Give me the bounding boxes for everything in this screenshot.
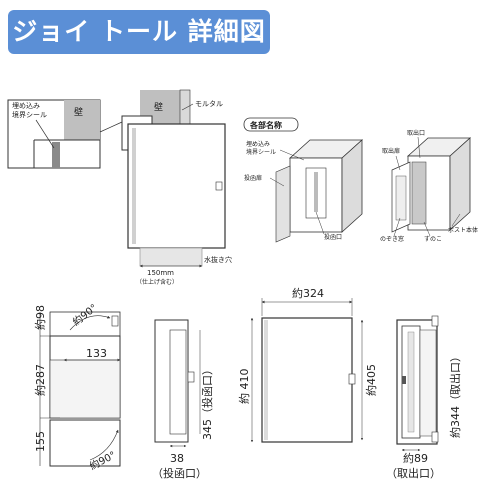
- parts-diagram: 各部名称 埋め込み 境界シール 投函扉 投函口 取出口 取出扉 のぞき窓 すのこ…: [243, 117, 478, 243]
- parts-takeout-label: 取出口: [407, 129, 425, 137]
- inset-wall: [64, 100, 100, 140]
- dim-slot-h: 345（投函口）: [200, 364, 214, 440]
- dim-width: 約324: [292, 286, 324, 300]
- parts-seal-label-2: 境界シール: [246, 148, 276, 156]
- dim-bottom: 155: [34, 431, 47, 452]
- parts-slot-label: 投函口: [324, 233, 342, 241]
- install-dim: 150mm: [147, 269, 174, 277]
- mortar-label: モルタル: [195, 99, 223, 108]
- install-post-body: [127, 123, 226, 249]
- dim-slot-w: 38: [170, 452, 184, 465]
- parts-peek-label: のぞき窓: [380, 235, 404, 243]
- page-title: ジョイ トール 詳細図: [12, 17, 266, 46]
- inset-seal-label-1: 埋め込み: [12, 101, 40, 110]
- dim-front-h: 約 410: [237, 369, 251, 405]
- parts-slot-face-label: 投函扉: [244, 174, 262, 182]
- parts-seal-label-1: 埋め込み: [246, 140, 270, 148]
- dim-slot-w-note: （投函口）: [152, 466, 207, 480]
- parts-heading: 各部名称: [249, 120, 282, 130]
- title-banner: ジョイ トール 詳細図: [8, 10, 270, 54]
- install-view: 壁 モルタル 水抜き穴 150mm （仕上げ含む）: [121, 89, 232, 286]
- dim-takeout-w-note: （取出口）: [386, 466, 441, 480]
- inset-detail: 壁 埋め込み 境界シール: [7, 99, 123, 169]
- front-view: 約324 約 410 約405: [237, 286, 378, 443]
- dim-takeout-w: 約89: [403, 451, 428, 465]
- dim-mid: 133: [86, 347, 107, 360]
- side-view: 約98 約90° 133 約287 155 約90°: [33, 301, 121, 473]
- dim-takeout-h: 約344（取出口）: [448, 351, 462, 438]
- inset-wall-label: 壁: [74, 106, 83, 118]
- takeout-view: 約344（取出口） 約89 （取出口）: [386, 315, 462, 480]
- dim-height: 約287: [33, 364, 47, 396]
- parts-body-label: ポスト本体: [448, 226, 478, 234]
- slot-view: 345（投函口） 38 （投函口）: [152, 319, 214, 480]
- inset-seal: [52, 142, 60, 168]
- dim-top: 約98: [33, 305, 47, 330]
- inset-seal-label-2: 境界シール: [12, 110, 47, 119]
- install-dim-note: （仕上げ含む）: [136, 278, 178, 286]
- install-wall-label: 壁: [154, 101, 163, 113]
- parts-sunoko-label: すのこ: [424, 236, 442, 243]
- dim-front-h2: 約405: [364, 364, 378, 396]
- parts-takeout-door-label: 取出扉: [382, 147, 400, 155]
- drain-hole-label: 水抜き穴: [204, 255, 232, 264]
